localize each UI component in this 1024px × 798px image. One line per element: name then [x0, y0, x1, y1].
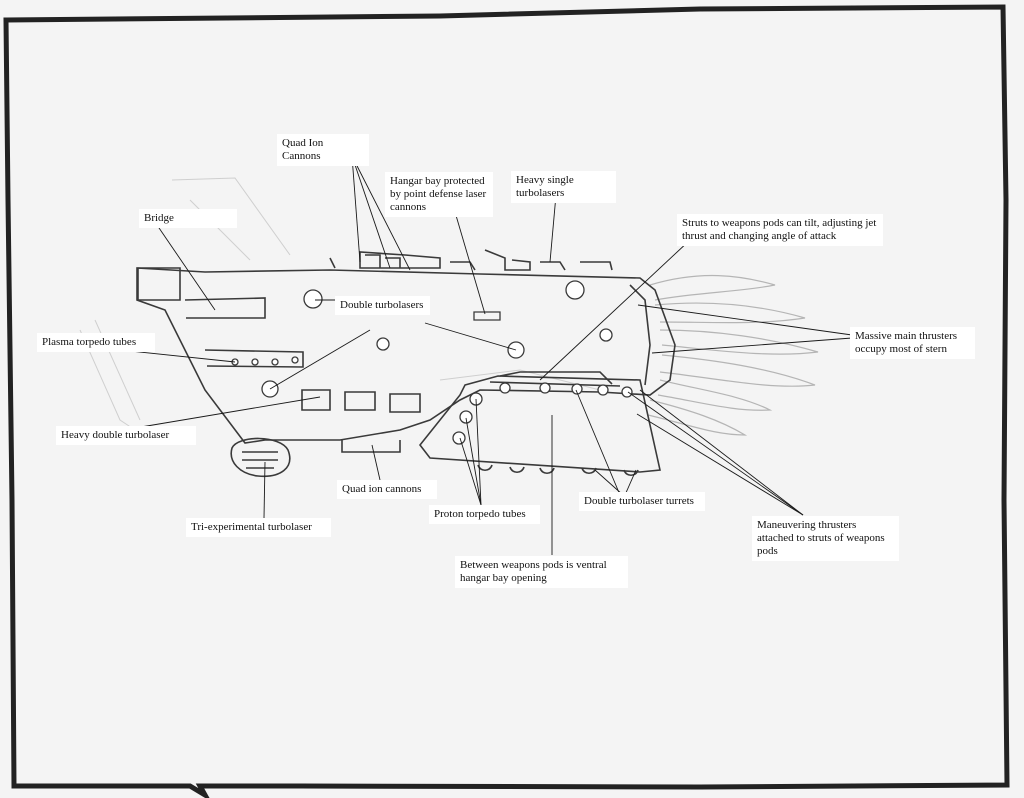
label-tri-experimental-turbolaser: Tri-experimental turbolaser [186, 518, 331, 537]
ship-hull [136, 249, 676, 477]
label-heavy-single-turbolasers: Heavy single turbolasers [511, 171, 616, 203]
label-hangar-bay: Hangar bay protected by point defense la… [385, 172, 493, 217]
label-maneuvering-thrusters: Maneuvering thrusters attached to struts… [752, 516, 899, 561]
label-quad-ion-cannons-bottom: Quad ion cannons [337, 480, 437, 499]
label-struts: Struts to weapons pods can tilt, adjusti… [677, 214, 883, 246]
label-massive-thrusters: Massive main thrusters occupy most of st… [850, 327, 975, 359]
label-ventral-hangar: Between weapons pods is ventral hangar b… [455, 556, 628, 588]
label-quad-ion-cannons-top: Quad Ion Cannons [277, 134, 369, 166]
label-proton-torpedo-tubes: Proton torpedo tubes [429, 505, 540, 524]
paper-frame [3, 4, 1010, 798]
label-plasma-torpedo-tubes: Plasma torpedo tubes [37, 333, 155, 352]
label-bridge: Bridge [139, 209, 237, 228]
leader-lines [119, 155, 853, 555]
hangar-bay [473, 311, 501, 321]
label-double-turbolasers: Double turbolasers [335, 296, 430, 315]
thruster-exhaust [647, 274, 819, 436]
label-double-turbolaser-turrets: Double turbolaser turrets [579, 492, 705, 511]
label-heavy-double-turbolaser: Heavy double turbolaser [56, 426, 196, 445]
